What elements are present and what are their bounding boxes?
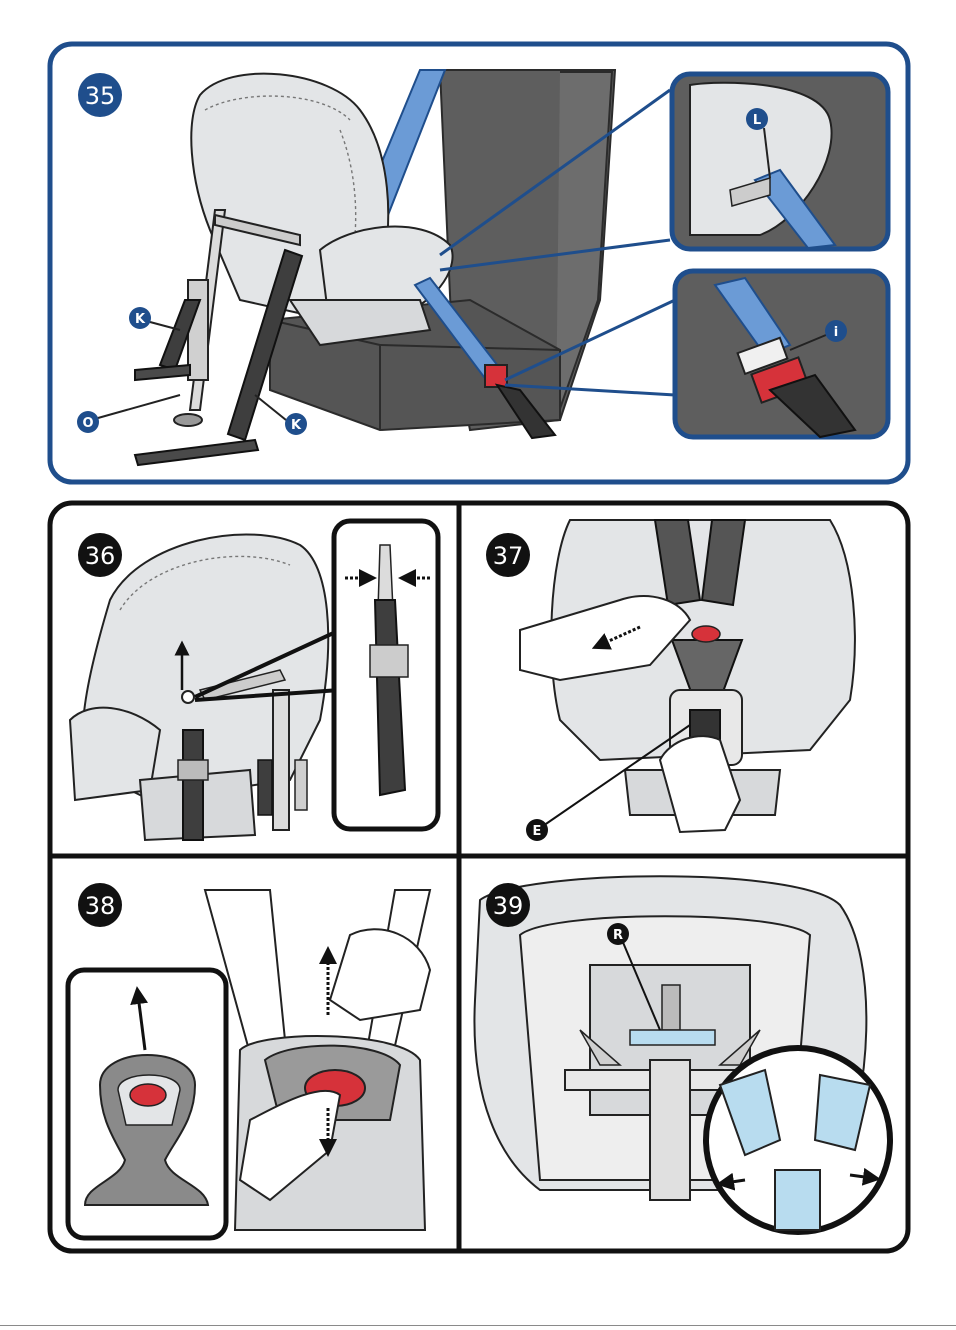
marker-O-badge xyxy=(77,411,99,433)
buckle-stalk xyxy=(494,383,557,440)
belt-buckle xyxy=(484,364,508,388)
floor-bar-rear xyxy=(134,363,191,382)
panel-38: 38 xyxy=(65,883,432,1241)
marker-R: R xyxy=(613,928,623,943)
child-seat-shell xyxy=(190,72,454,347)
step-badge-36 xyxy=(78,533,122,577)
step-badge-39 xyxy=(486,883,530,927)
inset-L xyxy=(669,71,891,252)
step-number-35: 35 xyxy=(85,82,116,110)
zoom-lines-i xyxy=(504,298,676,397)
panel-39: R 39 xyxy=(473,875,893,1235)
marker-L: L xyxy=(753,113,761,128)
page-bottom-rule xyxy=(0,1325,956,1326)
step-badge-35 xyxy=(78,73,122,117)
marker-K1-badge xyxy=(129,307,151,329)
marker-R-badge xyxy=(607,923,629,945)
step-number-38: 38 xyxy=(85,892,116,920)
step-number-37: 37 xyxy=(493,542,524,570)
marker-K2-badge xyxy=(285,413,307,435)
step-number-39: 39 xyxy=(493,892,524,920)
panel-36: 36 xyxy=(68,518,441,842)
base-strap xyxy=(226,248,304,442)
inset-i xyxy=(672,268,891,440)
marker-i: i xyxy=(834,325,838,340)
step-badge-38 xyxy=(78,883,122,927)
marker-L-badge xyxy=(746,108,768,130)
panel-37: E 37 xyxy=(486,519,856,841)
marker-O: O xyxy=(82,416,93,431)
marker-K1: K xyxy=(135,312,146,327)
step-number-36: 36 xyxy=(85,542,116,570)
floor-bar xyxy=(133,438,260,467)
marker-i-badge xyxy=(825,320,847,342)
marker-E-badge xyxy=(526,819,548,841)
marker-K2: K xyxy=(291,418,302,433)
zoom-lines-L xyxy=(439,88,671,272)
support-leg xyxy=(173,209,301,427)
step-badge-37 xyxy=(486,533,530,577)
panel-35: 35 L i K K O xyxy=(47,41,911,485)
marker-E: E xyxy=(533,824,542,839)
